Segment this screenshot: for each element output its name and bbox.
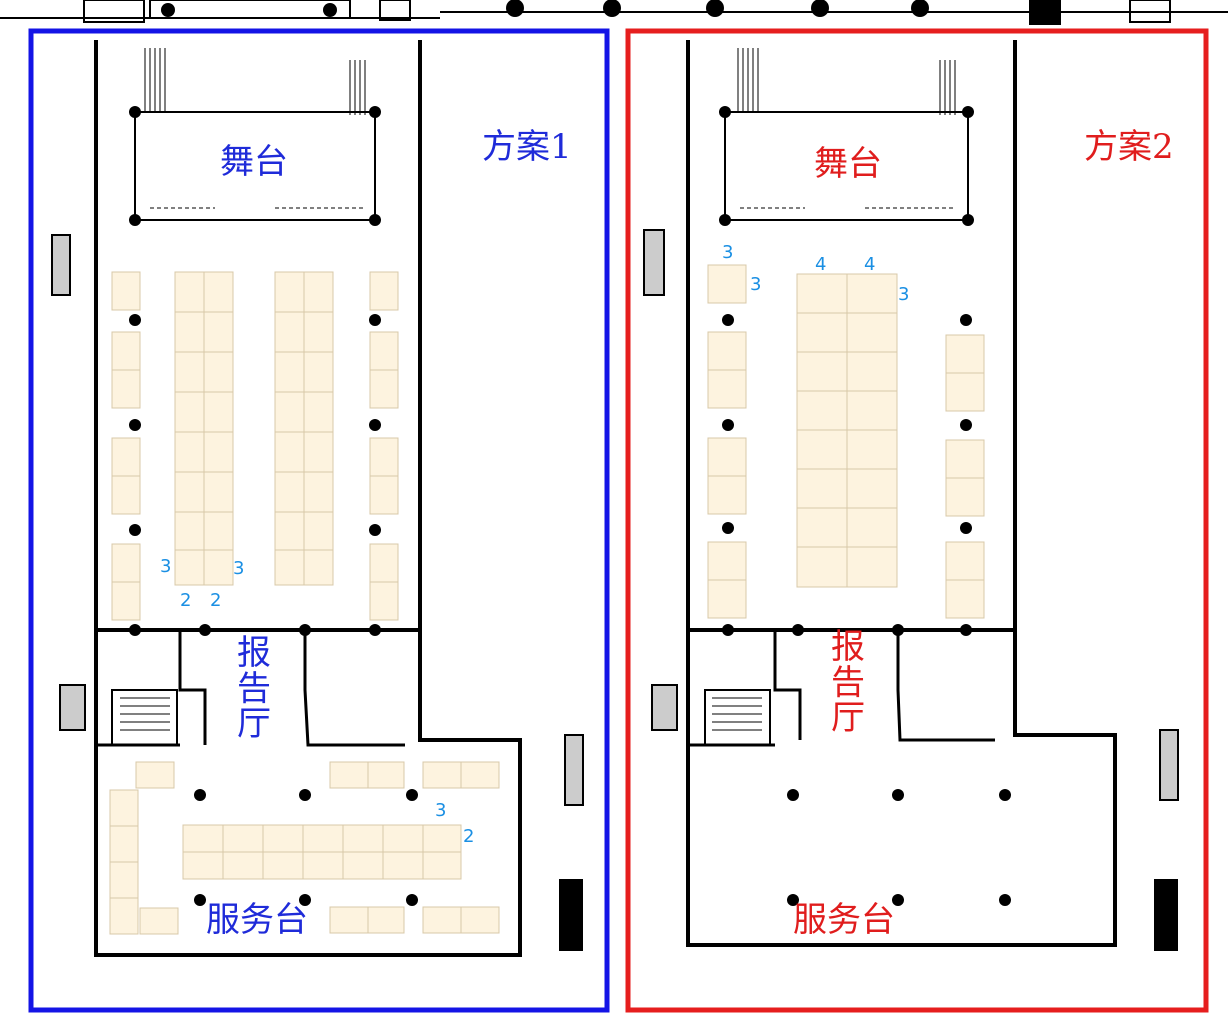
plan2-seat-number: 3 xyxy=(750,274,762,295)
plan1-frame xyxy=(28,28,610,1013)
plan2-seat-number: 3 xyxy=(722,242,734,263)
plan2-frame xyxy=(625,28,1209,1013)
plan2-stairs xyxy=(712,48,956,731)
plan1-hall-label: 报告厅 xyxy=(237,633,271,745)
top-building-strip xyxy=(0,0,1228,25)
plan1-columns xyxy=(129,106,418,906)
plan2-service-desk-label: 服务台 xyxy=(793,900,895,940)
plan1-seat-number: 2 xyxy=(210,590,222,611)
plan1-seat-number: 2 xyxy=(180,590,192,611)
plan1-stairs xyxy=(120,48,366,731)
plan2-title: 方案2 xyxy=(1084,127,1174,167)
plan2-seat-number: 4 xyxy=(815,254,827,275)
plan1-seat-number: 3 xyxy=(160,556,172,577)
plan2-seat-number: 4 xyxy=(864,254,876,275)
plan1-tables xyxy=(109,271,500,935)
plan1-stage-label: 舞台 xyxy=(220,142,288,182)
plan1-seat-number: 2 xyxy=(463,826,475,847)
plan2-columns xyxy=(719,106,1011,906)
plan1-title: 方案1 xyxy=(482,127,572,167)
plan2-hall-label: 报告厅 xyxy=(831,627,865,739)
plan2-tables xyxy=(707,264,985,619)
plan2-seat-number: 3 xyxy=(898,284,910,305)
plan2-stage-label: 舞台 xyxy=(814,144,882,184)
plan1-service-desk-label: 服务台 xyxy=(206,900,308,940)
plan1-seat-number: 3 xyxy=(233,558,245,579)
side-stair-details xyxy=(51,229,1179,951)
plan1-walls xyxy=(94,40,522,957)
plan2-walls xyxy=(686,40,1117,947)
top-strip-columns xyxy=(161,0,929,17)
plan1-seat-number: 3 xyxy=(435,800,447,821)
